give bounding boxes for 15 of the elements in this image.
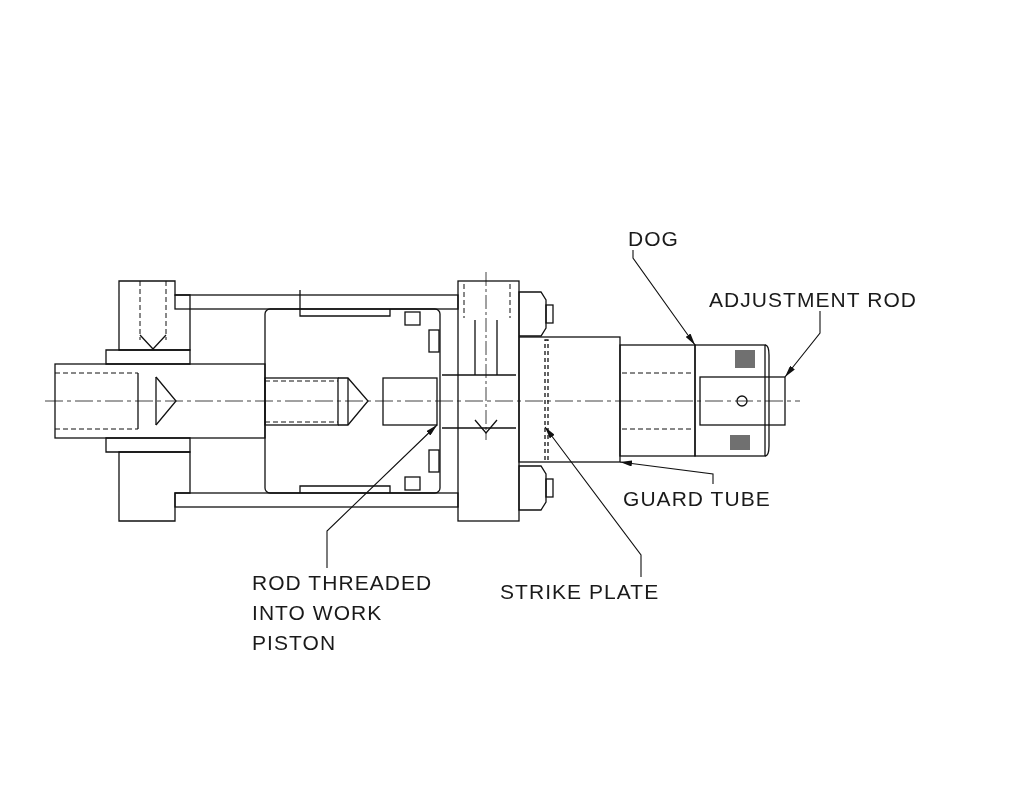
dog-collar <box>694 344 766 457</box>
adjustment-rod <box>699 376 786 426</box>
part-label: GUARD TUBE <box>623 484 803 514</box>
part-label: STRIKE PLATE <box>500 577 700 607</box>
threaded-rod-end <box>382 377 438 426</box>
leader-line <box>619 460 714 485</box>
guard-tube <box>518 336 621 463</box>
leader-line <box>544 426 642 578</box>
leader-line <box>326 424 438 569</box>
part-label: ROD THREADED INTO WORK PISTON <box>252 568 444 658</box>
leader-line <box>784 310 821 378</box>
leader-line <box>632 249 696 346</box>
strike-plate <box>544 339 549 461</box>
part-label: DOG <box>628 224 688 254</box>
part-label: ADJUSTMENT ROD <box>709 285 959 315</box>
